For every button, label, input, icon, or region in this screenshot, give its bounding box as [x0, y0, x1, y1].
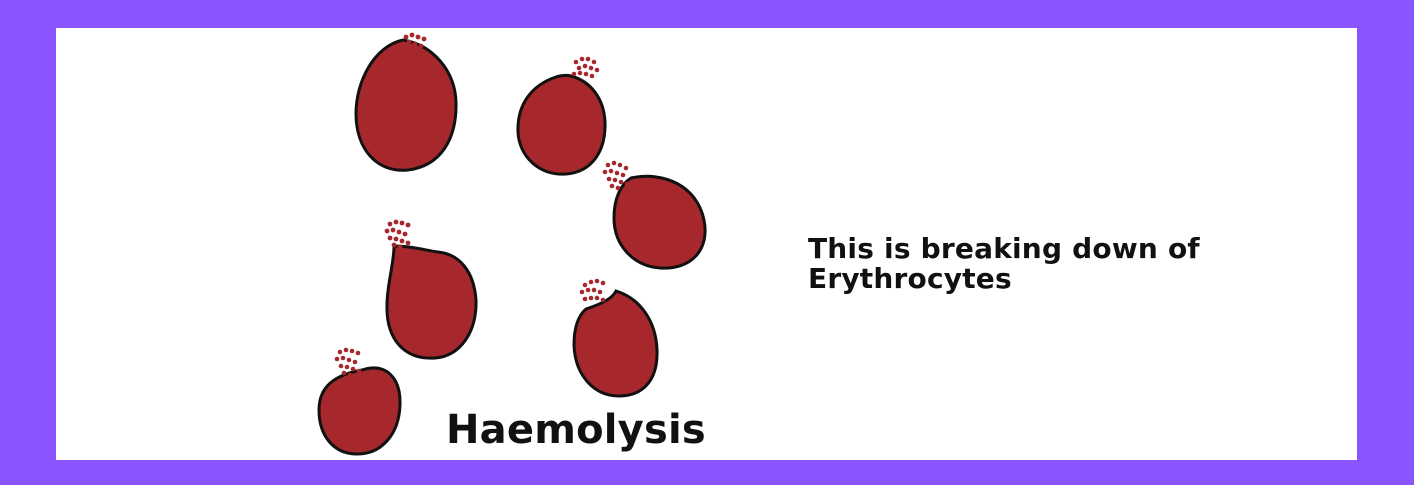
description-line-1: This is breaking down of [808, 232, 1200, 265]
haemolysis-caption: Haemolysis [446, 407, 706, 453]
slide-panel: Haemolysis This is breaking down of Eryt… [56, 28, 1357, 460]
ruptured-erythrocyte-icon [384, 219, 478, 360]
hemoglobin-particles-icon [334, 347, 362, 378]
erythrocytes-illustration [317, 32, 707, 456]
ruptured-erythrocyte-icon [354, 32, 458, 172]
description-text: This is breaking down of Erythrocytes [808, 232, 1278, 296]
hemoglobin-particles-icon [579, 278, 606, 303]
hemoglobin-particles-icon [400, 32, 428, 57]
ruptured-erythrocyte-icon [516, 56, 607, 176]
ruptured-erythrocyte-icon [572, 278, 659, 398]
ruptured-erythrocyte-icon [602, 160, 707, 270]
ruptured-erythrocyte-icon [317, 347, 402, 456]
hemoglobin-particles-icon [602, 160, 630, 191]
description-line-2: Erythrocytes [808, 262, 1012, 296]
hemoglobin-particles-icon [571, 56, 600, 79]
hemoglobin-particles-icon [384, 219, 411, 250]
